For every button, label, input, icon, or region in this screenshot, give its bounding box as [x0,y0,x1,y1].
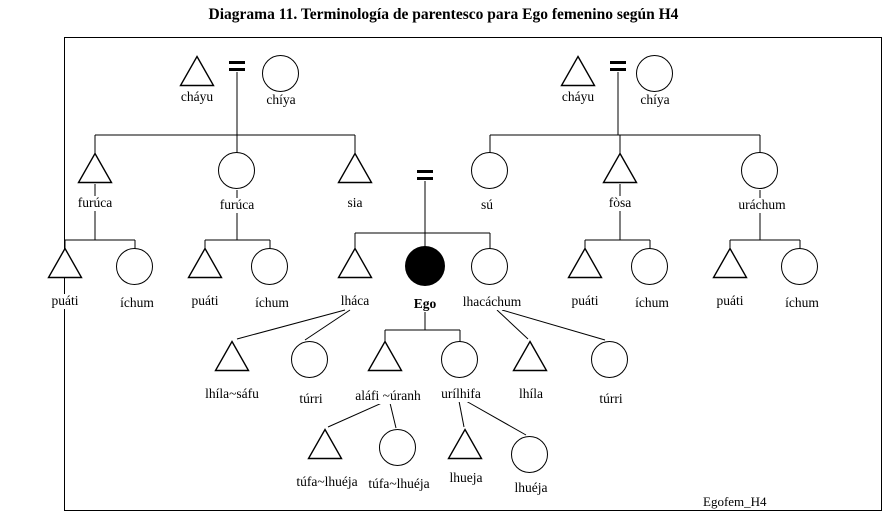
kin-term-label: puáti [50,293,80,309]
kin-term-label: íchum [784,295,820,311]
female-symbol-mother-su [471,152,508,189]
male-symbol-lhila-safu [214,340,250,372]
kin-term-label: íchum [119,295,155,311]
female-symbol-turri-2 [591,341,628,378]
female-symbol-chiya-left [262,55,299,92]
female-symbol-urachum [741,152,778,189]
male-symbol-alafi-uranh [367,340,403,372]
kin-term-label: lhuéja [513,480,549,496]
male-symbol-puati-3 [567,247,603,279]
female-symbol-lhueja [511,436,548,473]
kin-term-label: lhueja [448,470,484,486]
male-symbol-father-sia [337,152,373,184]
male-symbol-puati-1 [47,247,83,279]
kin-term-label: íchum [634,295,670,311]
male-symbol-puati-4 [712,247,748,279]
kin-term-label: uráchum [737,197,787,213]
footer-code: Egofem_H4 [703,494,767,509]
male-symbol-lhueja [447,428,483,460]
kin-term-label: túrri [598,391,624,407]
kin-term-label: cháyu [179,89,215,105]
kin-term-label: puáti [715,293,745,309]
female-symbol-ichum-3 [631,248,668,285]
ego-label: Ego [412,296,438,312]
kin-term-label: túfa~lhuéja [295,474,359,490]
male-symbol-tufa-lhueja [307,428,343,460]
kin-term-label: íchum [254,295,290,311]
male-symbol-puati-2 [187,247,223,279]
kin-term-label: lhíla [518,386,544,402]
male-symbol-lhaca [337,247,373,279]
kin-term-label: sia [346,195,364,211]
male-symbol-lhila [512,340,548,372]
male-symbol-chayu-right [560,55,596,87]
kin-term-label: túfa~lhuéja [367,476,431,492]
marriage-sign-left-grandparents [229,61,245,71]
marriage-sign-parents [417,170,433,180]
female-symbol-urilhifa [441,341,478,378]
male-symbol-fosa [602,152,638,184]
female-symbol-lhacachum [471,248,508,285]
kin-term-label: lháca [339,293,371,309]
kin-term-label: urílhifa [440,386,482,402]
female-symbol-turri-1 [291,341,328,378]
kin-term-label: cháyu [560,89,596,105]
kin-term-label: chíya [639,92,671,108]
kin-term-label: lhacáchum [461,294,523,310]
kin-term-label: furúca [76,195,114,211]
kin-term-label: puáti [190,293,220,309]
kin-term-label: sú [479,197,495,213]
male-symbol-chayu-left [179,55,215,87]
kin-term-label: fòsa [607,195,633,211]
male-symbol-furuca [77,152,113,184]
kin-term-label: aláfi ~úranh [354,388,422,404]
kin-term-label: puáti [570,293,600,309]
kin-term-label: chíya [265,92,297,108]
marriage-sign-right-grandparents [610,61,626,71]
diagram-title: Diagrama 11. Terminología de parentesco … [208,6,679,23]
ego-symbol [405,246,445,286]
female-symbol-ichum-4 [781,248,818,285]
kin-term-label: túrri [298,391,324,407]
female-symbol-ichum-1 [116,248,153,285]
female-symbol-tufa-lhueja [379,429,416,466]
kin-term-label: furúca [218,197,256,213]
female-symbol-furuca [218,152,255,189]
female-symbol-chiya-right [636,55,673,92]
female-symbol-ichum-2 [251,248,288,285]
kin-term-label: lhíla~sáfu [204,386,260,402]
